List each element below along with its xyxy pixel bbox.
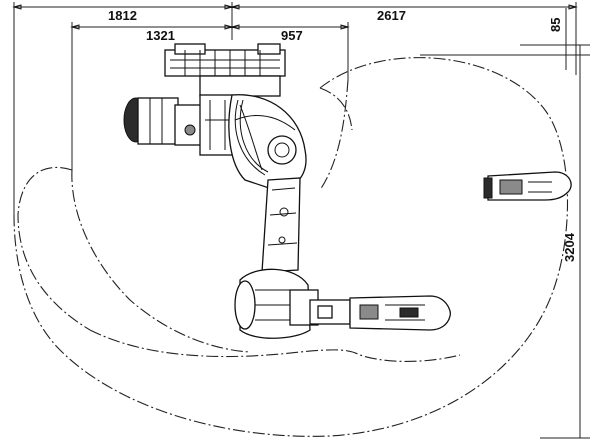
dim-2617: 2617 [377, 8, 406, 23]
dim-85: 85 [548, 18, 563, 32]
lower-arm [261, 177, 301, 273]
dimension-lines [12, 2, 590, 439]
elbow-joint [234, 268, 319, 339]
dim-1321: 1321 [146, 28, 175, 43]
robot-base [164, 43, 286, 97]
axis-motors [123, 94, 246, 156]
shoulder-joint [228, 94, 307, 191]
cable-harness [234, 99, 269, 176]
reach-envelope [13, 57, 568, 437]
wrist-far-position [483, 171, 572, 201]
dim-3204: 3204 [562, 232, 577, 262]
dim-1812: 1812 [108, 8, 137, 23]
upper-arm [309, 295, 451, 331]
dim-957: 957 [281, 28, 303, 43]
